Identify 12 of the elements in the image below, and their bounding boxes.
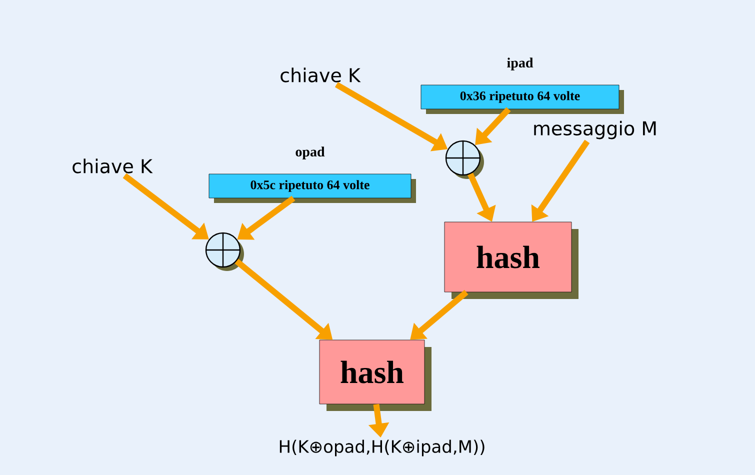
hash-box: hash (444, 222, 578, 299)
xor-symbol (445, 140, 484, 179)
pad-heading: opad (296, 146, 325, 160)
xor-symbol (205, 232, 244, 271)
text-label: messaggio M (534, 120, 656, 140)
pad-box: 0x36 ripetuto 64 volte (420, 84, 624, 114)
pad-heading: ipad (507, 58, 534, 70)
hash-box: hash (319, 340, 432, 411)
text-label: H(K⊕opad,H(K⊕ipad,M)) (280, 440, 484, 456)
text-label: chiave K (72, 158, 153, 174)
pad-box: 0x5c ripetuto 64 volte (208, 174, 416, 203)
text-label: chiave K (280, 68, 361, 82)
